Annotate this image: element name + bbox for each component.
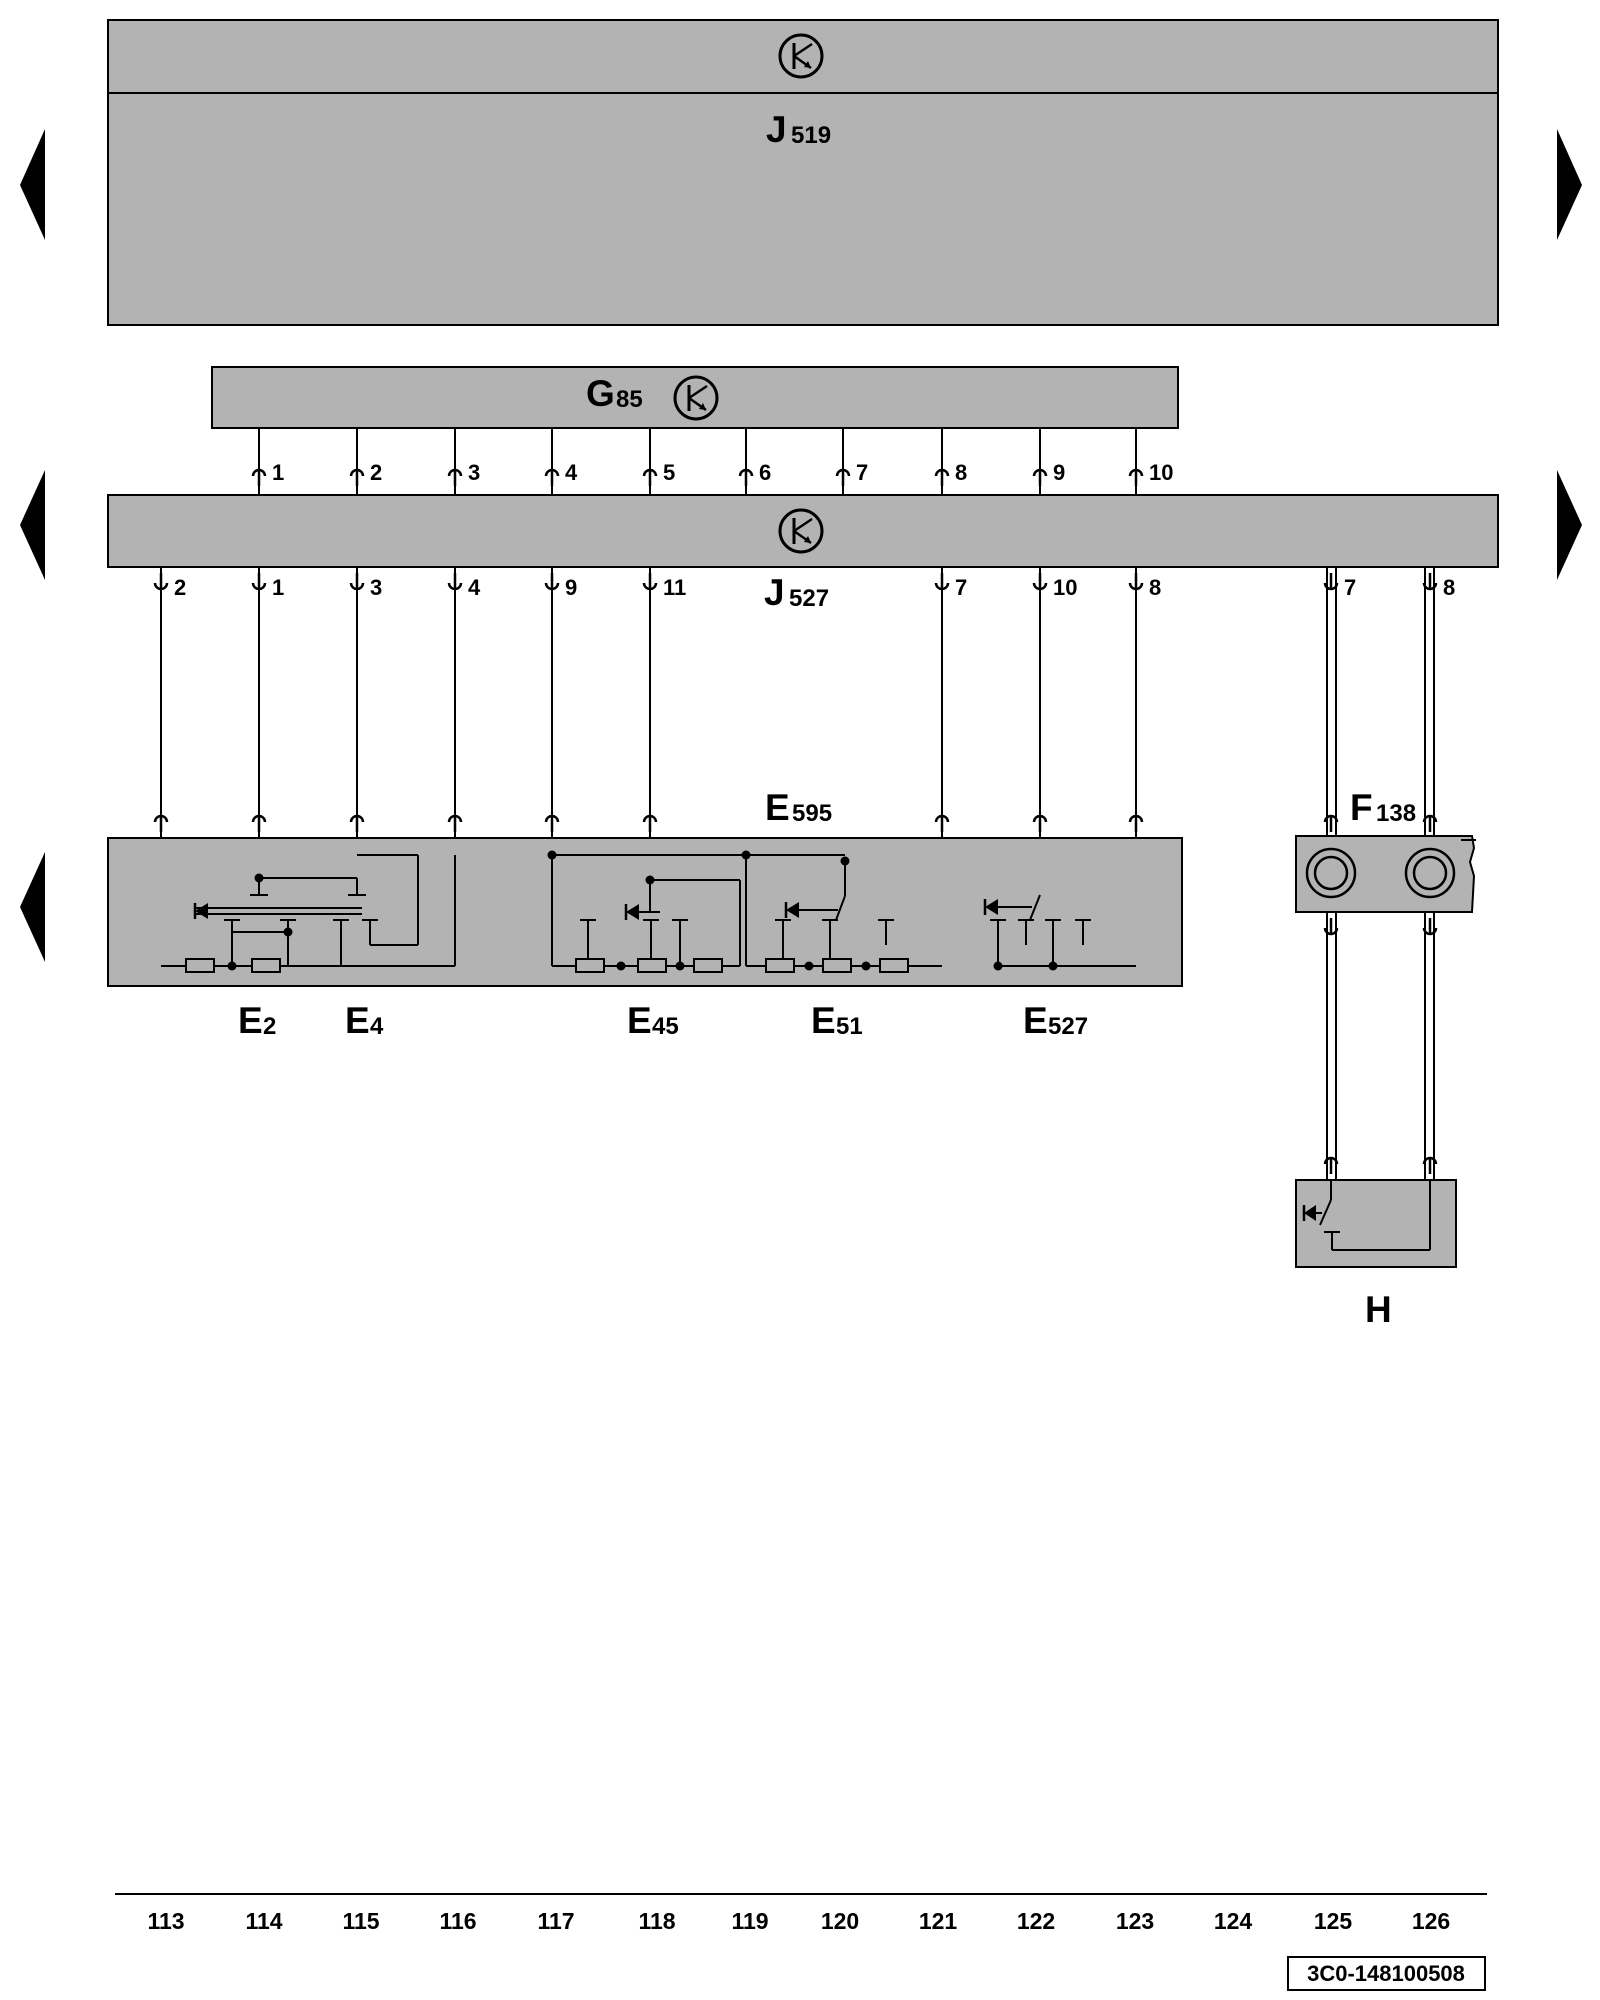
e45-sub: 45 [652,1013,679,1040]
j527-letter: J [764,572,785,613]
grid-number: 118 [638,1908,675,1934]
j527-pin-label: 11 [663,575,686,600]
grid-number: 125 [1314,1908,1353,1934]
j527-pin-label: 1 [272,575,284,600]
g85-letter: G [586,373,615,414]
grid-number: 115 [342,1908,379,1934]
grid-number: 114 [245,1908,282,1934]
switch-labels: E 2 E 4 E 45 E 51 E 527 [238,1000,1088,1041]
e595-sub: 595 [792,800,832,827]
grid-number: 120 [821,1908,859,1934]
g85-pin-group: 1 2 3 4 5 6 7 8 9 10 [251,428,1173,495]
grid-number: 113 [147,1908,184,1934]
grid-number: 122 [1017,1908,1055,1934]
j519-block: J 519 [107,19,1499,326]
page-left-arrow-top[interactable] [20,129,45,240]
page-left-arrow-mid[interactable] [20,470,45,580]
g85-block: G 85 [211,366,1179,429]
g85-pin-label: 3 [468,460,480,485]
g85-pin-label: 10 [1149,460,1173,485]
grid-number: 121 [919,1908,958,1934]
grid-number: 124 [1214,1908,1253,1934]
j519-letter: J [766,109,787,150]
j527-pin-label: 10 [1053,575,1077,600]
g85-pin-label: 5 [663,460,675,485]
j527-pin-label: 7 [955,575,967,600]
e45-letter: E [627,1000,652,1041]
g85-sub: 85 [616,386,643,413]
e527-letter: E [1023,1000,1048,1041]
doc-id: 3C0-148100508 [1307,1961,1465,1986]
g85-pin-label: 1 [272,460,284,485]
g85-pin-label: 2 [370,460,382,485]
g85-pin-label: 8 [955,460,967,485]
j527-wires: 2 1 3 4 9 11 7 10 8 [153,567,1161,966]
page-left-arrow-low[interactable] [20,852,45,962]
page-right-arrow-top[interactable] [1557,129,1582,240]
f138-sub: 138 [1376,800,1416,827]
doc-id-box: 3C0-148100508 [1287,1956,1486,1991]
f138-letter: F [1350,787,1373,828]
e2-sub: 2 [263,1013,276,1040]
e595-letter: E [765,787,790,828]
j527-pin-label: 8 [1443,575,1455,600]
h-label: H [1365,1289,1392,1330]
grid-bar: 113 114 115 116 117 118 119 120 121 122 … [115,1893,1487,1934]
g85-pin-label: 9 [1053,460,1065,485]
page-right-arrow-mid[interactable] [1557,470,1582,580]
e2-letter: E [238,1000,263,1041]
j527-pin-label: 2 [174,575,186,600]
grid-number: 123 [1116,1908,1154,1934]
e527-sub: 527 [1048,1013,1088,1040]
f138-h-branch: 7 8 F 138 H [1295,567,1476,1330]
g85-pin-label: 6 [759,460,771,485]
grid-number: 116 [439,1908,476,1934]
grid-number: 119 [731,1908,768,1934]
j527-pin-label: 3 [370,575,382,600]
j527-pin-label: 7 [1344,575,1356,600]
e4-letter: E [345,1000,370,1041]
e51-letter: E [811,1000,836,1041]
g85-pin-label: 7 [856,460,868,485]
j527-sub: 527 [789,585,829,612]
e4-sub: 4 [370,1013,384,1040]
grid-number: 126 [1412,1908,1450,1934]
j519-sub: 519 [791,122,831,149]
j527-pin-label: 9 [565,575,577,600]
j527-pin-label: 4 [468,575,481,600]
g85-pin-label: 4 [565,460,578,485]
grid-number: 117 [537,1908,574,1934]
j527-pin-label: 8 [1149,575,1161,600]
e51-sub: 51 [836,1013,863,1040]
j527-block: J 527 [107,494,1499,613]
e595-block: E 595 [107,787,1183,987]
